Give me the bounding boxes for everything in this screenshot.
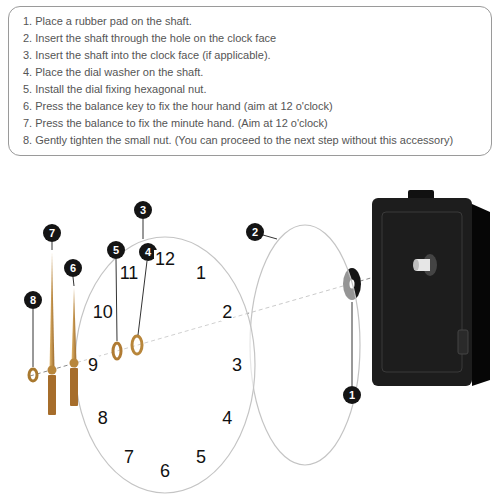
callout-number: 1: [343, 386, 361, 404]
leader-line: [33, 309, 34, 367]
callout-number: 8: [24, 291, 42, 309]
callout-disc-shape: [64, 259, 82, 277]
leader-line: [138, 261, 147, 335]
hour-hand: [70, 288, 79, 406]
dial-numeral: 12: [154, 250, 176, 268]
movement-side: [472, 204, 490, 386]
shaft-tip: [413, 259, 419, 271]
dial-numeral: 9: [87, 356, 99, 374]
hour-hand-hub: [70, 359, 79, 368]
callout-disc-shape: [43, 224, 61, 242]
dial-numeral: 3: [231, 356, 243, 374]
leader-line: [263, 235, 277, 239]
callout-circle: 7: [43, 224, 61, 242]
mounting-plate: [250, 225, 360, 465]
movement-panel: [382, 212, 462, 372]
minute-hand-hub: [48, 366, 57, 375]
callout-number: 6: [64, 259, 82, 277]
dial-numeral: 6: [159, 462, 171, 480]
leader-line: [52, 242, 53, 250]
small-nut: [29, 369, 37, 381]
hexagonal-nut: [113, 343, 121, 359]
callout-disc-shape: [107, 241, 125, 259]
dial-washer: [132, 336, 142, 354]
hour-hand-tail: [70, 368, 78, 406]
movement-switch: [458, 330, 468, 354]
dial-numeral: 10: [92, 303, 114, 321]
instruction-step: 1. Place a rubber pad on the shaft.: [23, 13, 477, 30]
instruction-step: 6. Press the balance key to fix the hour…: [23, 98, 477, 115]
instruction-step: 5. Install the dial fixing hexagonal nut…: [23, 81, 477, 98]
instruction-step: 3. Insert the shaft into the clock face …: [23, 47, 477, 64]
leader-lines: [33, 219, 352, 386]
instruction-step: 4. Place the dial washer on the shaft.: [23, 64, 477, 81]
instruction-step: 7. Press the balance to fix the minute h…: [23, 115, 477, 132]
clock-dial: [75, 237, 255, 493]
instruction-step: 2. Insert the shaft through the hole on …: [23, 30, 477, 47]
callout-number: 5: [107, 241, 125, 259]
callout-number: 2: [246, 223, 264, 241]
callout-disc-shape: [134, 201, 152, 219]
callout-circle: 6: [64, 259, 82, 277]
leader-line: [143, 219, 144, 239]
leader-line: [116, 259, 117, 341]
dial-numeral: 5: [195, 448, 207, 466]
callout-disc-shape: [246, 223, 264, 241]
callout-circle: 3: [134, 201, 152, 219]
movement-front: [372, 198, 472, 386]
leader-line: [352, 302, 353, 386]
callout-circle: 1: [343, 386, 361, 404]
dial-numeral: 8: [97, 409, 109, 427]
dial-numeral: 2: [221, 303, 233, 321]
callout-disc-shape: [24, 291, 42, 309]
minute-hand: [48, 252, 57, 415]
dial-numeral: 7: [123, 448, 135, 466]
instruction-step: 8. Gently tighten the small nut. (You ca…: [23, 132, 477, 149]
instruction-box: 1. Place a rubber pad on the shaft.2. In…: [8, 6, 492, 156]
callout-number: 7: [43, 224, 61, 242]
callout-disc-shape: [343, 386, 361, 404]
callout-circle: 2: [246, 223, 264, 241]
dial-numeral: 4: [221, 409, 233, 427]
leader-line: [73, 277, 74, 286]
callout-circle: 8: [24, 291, 42, 309]
hour-hand-blade: [72, 288, 77, 363]
callout-number: 3: [134, 201, 152, 219]
dial-numeral: 1: [195, 264, 207, 282]
clock-movement: [372, 190, 490, 386]
minute-hand-blade: [50, 252, 55, 370]
callout-circle: 5: [107, 241, 125, 259]
minute-hand-tail: [48, 375, 56, 415]
dial-numeral: 11: [119, 264, 140, 282]
